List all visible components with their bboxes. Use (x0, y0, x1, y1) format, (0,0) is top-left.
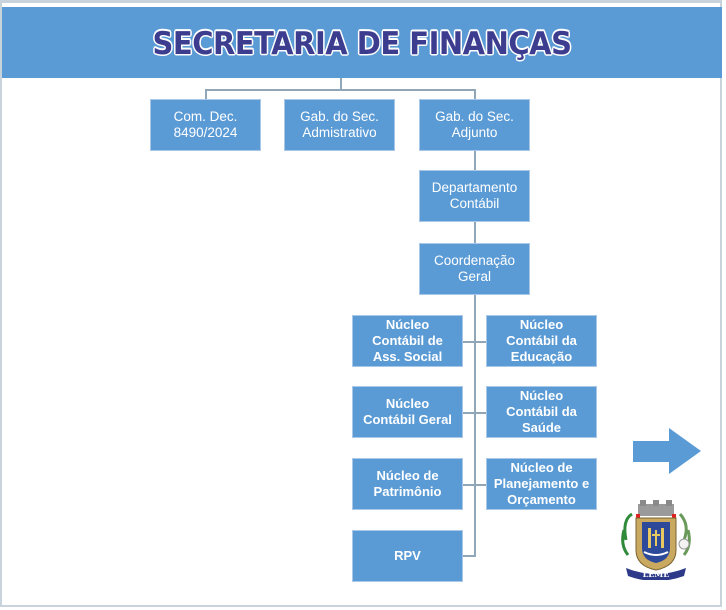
box-nucleo-patrimonio: Núcleo de Patrimônio (353, 459, 462, 509)
box-rpv: RPV (353, 531, 462, 581)
connector (474, 150, 476, 556)
box-departamento-contabil: Departamento Contábil (420, 171, 529, 221)
box-nucleo-saude: Núcleo Contábil da Saúde (487, 387, 596, 437)
connector (205, 89, 476, 91)
header-banner: SECRETARIA DE FINANÇAS (2, 7, 722, 78)
coat-of-arms-logo: LEME (621, 500, 691, 580)
box-com-dec: Com. Dec. 8490/2024 (151, 100, 260, 150)
connector (205, 89, 207, 100)
box-nucleo-ass-social: Núcleo Contábil de Ass. Social (353, 316, 462, 366)
box-gab-adjunto: Gab. do Sec. Adjunto (420, 100, 529, 150)
box-nucleo-contabil-geral: Núcleo Contábil Geral (353, 387, 462, 437)
logo-text: LEME (643, 569, 670, 579)
box-nucleo-planejamento: Núcleo de Planejamento e Orçamento (487, 459, 596, 509)
connector (474, 89, 476, 100)
connector (462, 412, 487, 414)
box-nucleo-educacao: Núcleo Contábil da Educação (487, 316, 596, 366)
connector (462, 341, 487, 343)
connector (462, 484, 487, 486)
arrow-right-icon[interactable] (633, 428, 703, 476)
connector (462, 555, 476, 557)
box-gab-administrativo: Gab. do Sec. Admistrativo (285, 100, 394, 150)
connector (340, 78, 342, 91)
page-title: SECRETARIA DE FINANÇAS (152, 24, 572, 61)
box-coordenacao-geral: Coordenação Geral (420, 244, 529, 294)
